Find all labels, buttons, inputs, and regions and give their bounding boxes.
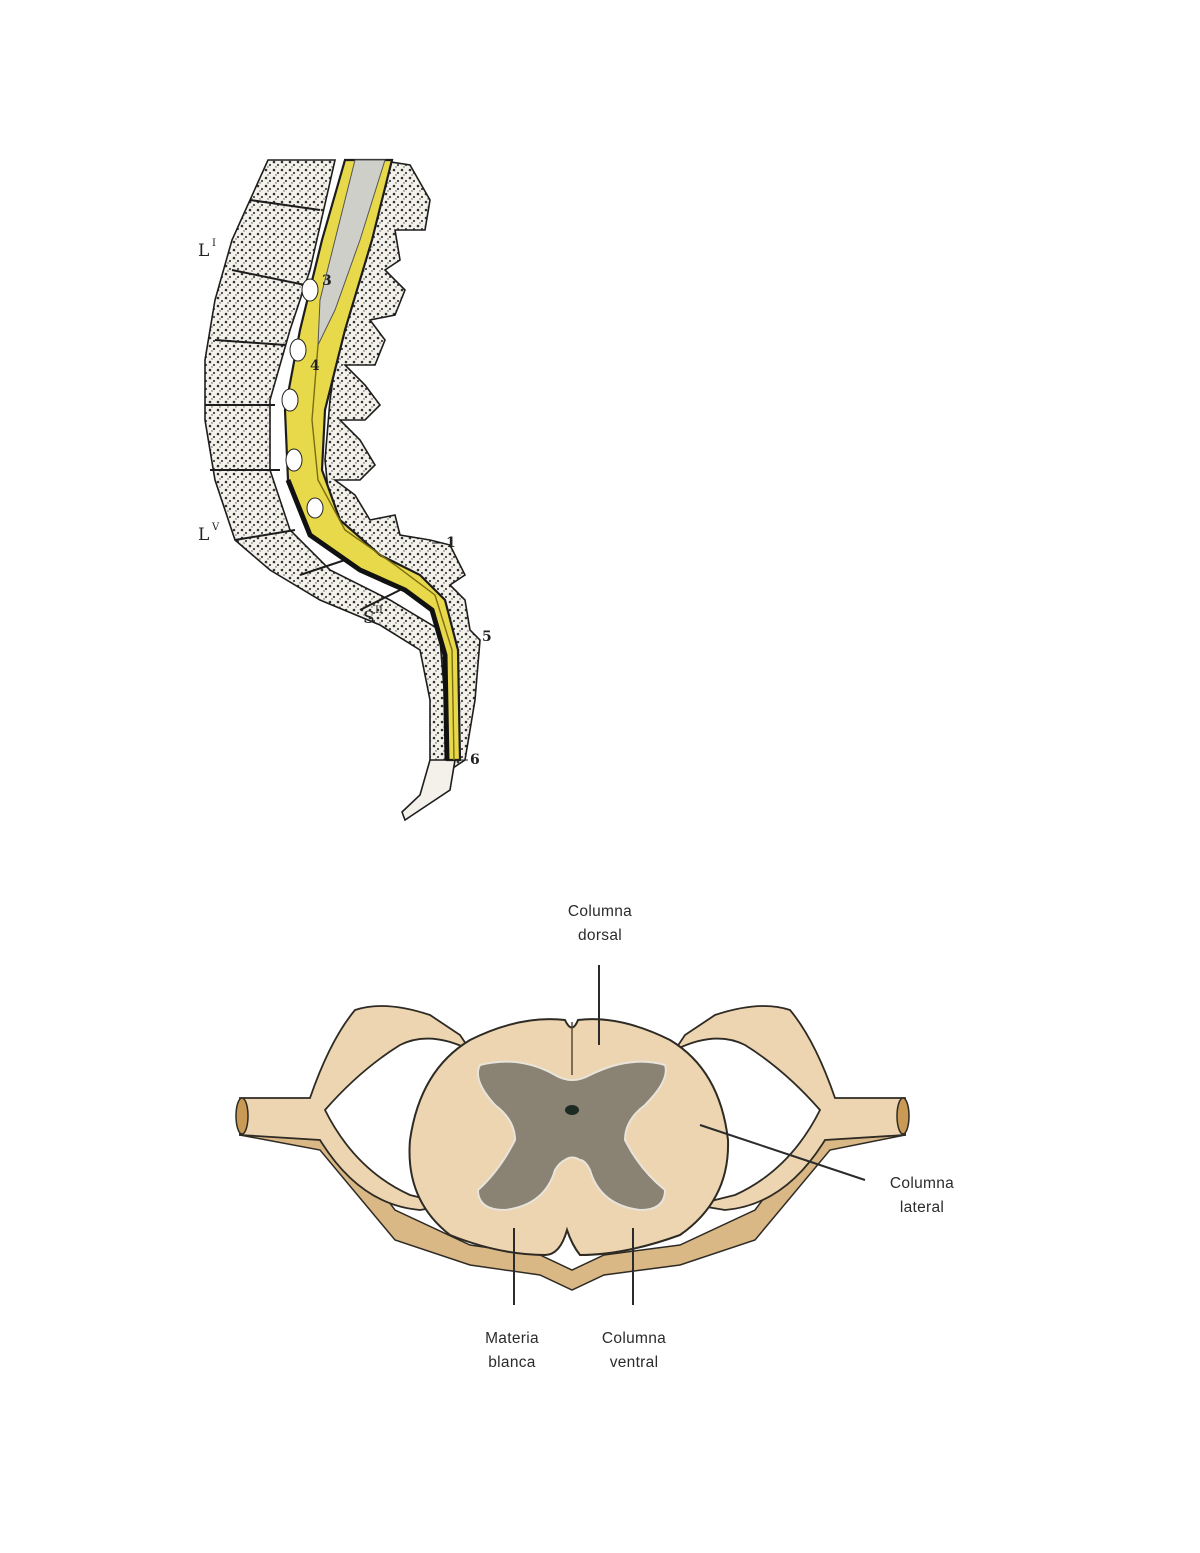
- label-white-line1: Materia: [485, 1330, 539, 1347]
- label-l1: L: [198, 241, 209, 261]
- callout-lines: [513, 965, 866, 1305]
- label-l5: L: [198, 525, 209, 545]
- number-5: 5: [482, 629, 492, 645]
- label-dorsal-line1: Columna: [567, 903, 633, 920]
- number-6: 6: [470, 752, 480, 768]
- label-white-matter: Materia blanca: [452, 1327, 572, 1375]
- label-ventral-column: Columna ventral: [574, 1327, 694, 1375]
- lateral-callout-line: [699, 1124, 866, 1181]
- coccyx: [401, 759, 456, 822]
- dural-sac: [281, 158, 462, 762]
- label-lateral-column: Columna lateral: [862, 1172, 982, 1220]
- label-ventral-line1: Columna: [601, 1330, 667, 1347]
- number-1: 1: [446, 535, 456, 551]
- right-nerve-root: [672, 1005, 910, 1211]
- label-s2: S: [363, 608, 375, 628]
- label-lateral-line2: lateral: [899, 1199, 945, 1216]
- left-nerve-root: [235, 1005, 473, 1211]
- label-dorsal-column: Columna dorsal: [540, 900, 660, 948]
- label-dorsal-line2: dorsal: [577, 927, 623, 944]
- label-l5-sup: V: [211, 522, 220, 533]
- label-ventral-line2: ventral: [609, 1354, 659, 1371]
- label-lateral-line1: Columna: [889, 1175, 955, 1192]
- spine-vertebra-labels: L I L V S II: [198, 238, 383, 628]
- gray-matter: [476, 1060, 667, 1212]
- number-3: 3: [322, 273, 332, 289]
- number-4: 4: [310, 358, 320, 374]
- label-s2-sup: II: [375, 605, 383, 616]
- label-l1-sup: I: [212, 238, 216, 249]
- spine-number-labels: 3 4 1 5 6: [310, 273, 492, 768]
- label-white-line2: blanca: [488, 1354, 536, 1371]
